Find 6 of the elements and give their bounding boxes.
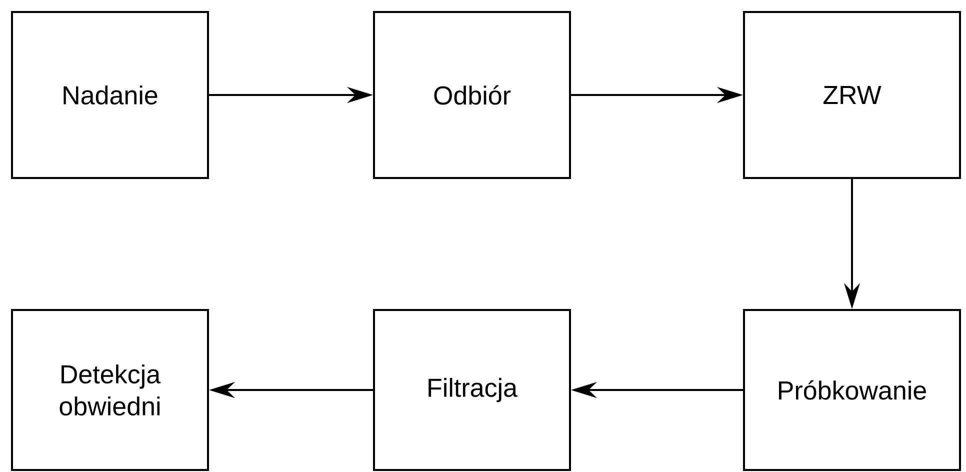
process-box: Nadanie — [11, 11, 209, 179]
process-box: Próbkowanie — [743, 309, 961, 471]
process-box: ZRW — [743, 11, 961, 179]
process-box: Odbiór — [373, 11, 571, 179]
process-box: Filtracja — [373, 309, 571, 471]
process-box: Detekcja obwiedni — [11, 309, 209, 471]
